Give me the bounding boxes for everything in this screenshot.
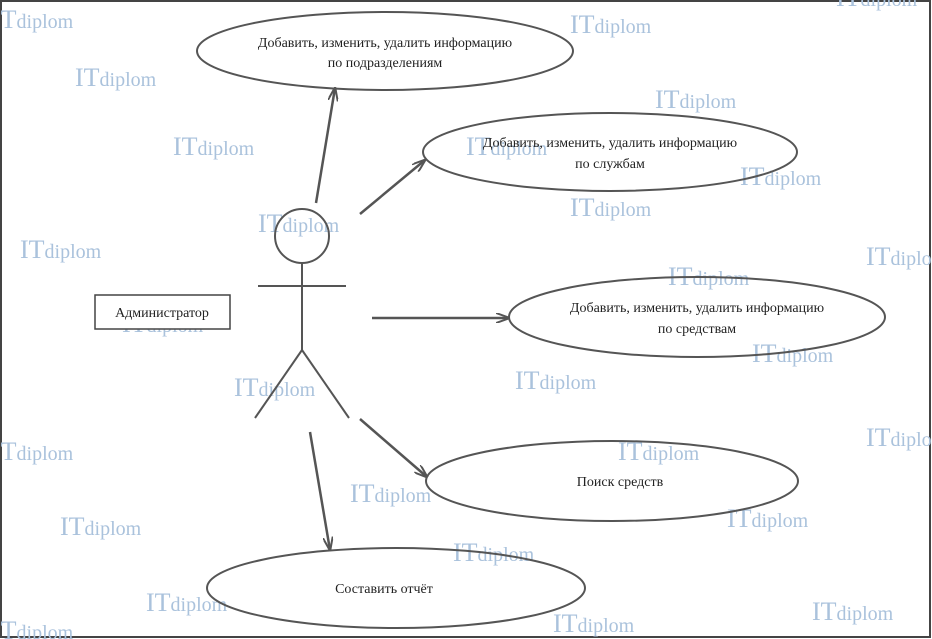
watermark-stamp: ITdiplom [515,366,597,395]
use-case-1-line2: по подразделениям [328,56,443,71]
use-case-1: Добавить, изменить, удалить информацию п… [196,11,574,91]
actor-label: Администратор [115,306,209,321]
use-case-2: Добавить, изменить, удалить информацию п… [422,112,798,192]
actor-right-leg [301,349,350,419]
arrow-to-use-case-5 [308,431,330,550]
actor-label-box: Администратор [94,294,231,330]
watermark-stamp: ITdiplom [75,63,157,92]
watermark-stamp: ITdiplom [570,193,652,222]
use-case-1-line1: Добавить, изменить, удалить информацию [258,36,512,51]
watermark-stamp: ITdiplom [466,132,548,161]
watermark-stamp: ITdiplom [812,597,894,626]
watermark-stamp: ITdiplom [570,10,652,39]
arrow-to-use-case-4 [359,418,427,477]
use-case-3: Добавить, изменить, удалить информацию п… [508,276,886,358]
watermark-stamp: ITdiplom [866,423,932,452]
watermark-stamp: ITdiplom [866,242,932,271]
watermark-stamp: ITdiplom [350,479,432,508]
associations [308,88,509,550]
watermark-stamp: ITdiplom [0,5,74,34]
watermark-stamp: ITdiplom [655,85,737,114]
actor-label-frame [94,294,231,330]
watermark-stamp: ITdiplom [836,0,918,12]
watermark-stamp: ITdiplom [173,132,255,161]
watermark-stamp: ITdiplom [553,609,635,638]
watermark-stamp: ITdiplom [0,437,74,466]
use-case-5-line1: Составить отчёт [335,582,433,597]
use-case-4: Поиск средств [425,440,799,522]
actor-figure [254,208,350,419]
use-case-2-line2: по службам [575,157,645,172]
watermark-stamp: ITdiplom [60,512,142,541]
use-case-2-line1: Добавить, изменить, удалить информацию [483,136,737,151]
actor-left-leg [254,349,303,419]
arrow-to-use-case-2 [359,160,425,215]
use-case-4-line1: Поиск средств [577,475,664,490]
watermark-stamp: ITdiplom [727,504,809,533]
use-case-5: Составить отчёт [206,547,586,629]
use-case-3-line2: по средствам [658,322,736,337]
watermark-stamp: ITdiplom [234,373,316,402]
arrow-to-use-case-1 [314,88,335,204]
use-case-3-line1: Добавить, изменить, удалить информацию [570,301,824,316]
watermark-stamp: ITdiplom [20,235,102,264]
watermark-stamp: ITdiplom [0,616,74,639]
